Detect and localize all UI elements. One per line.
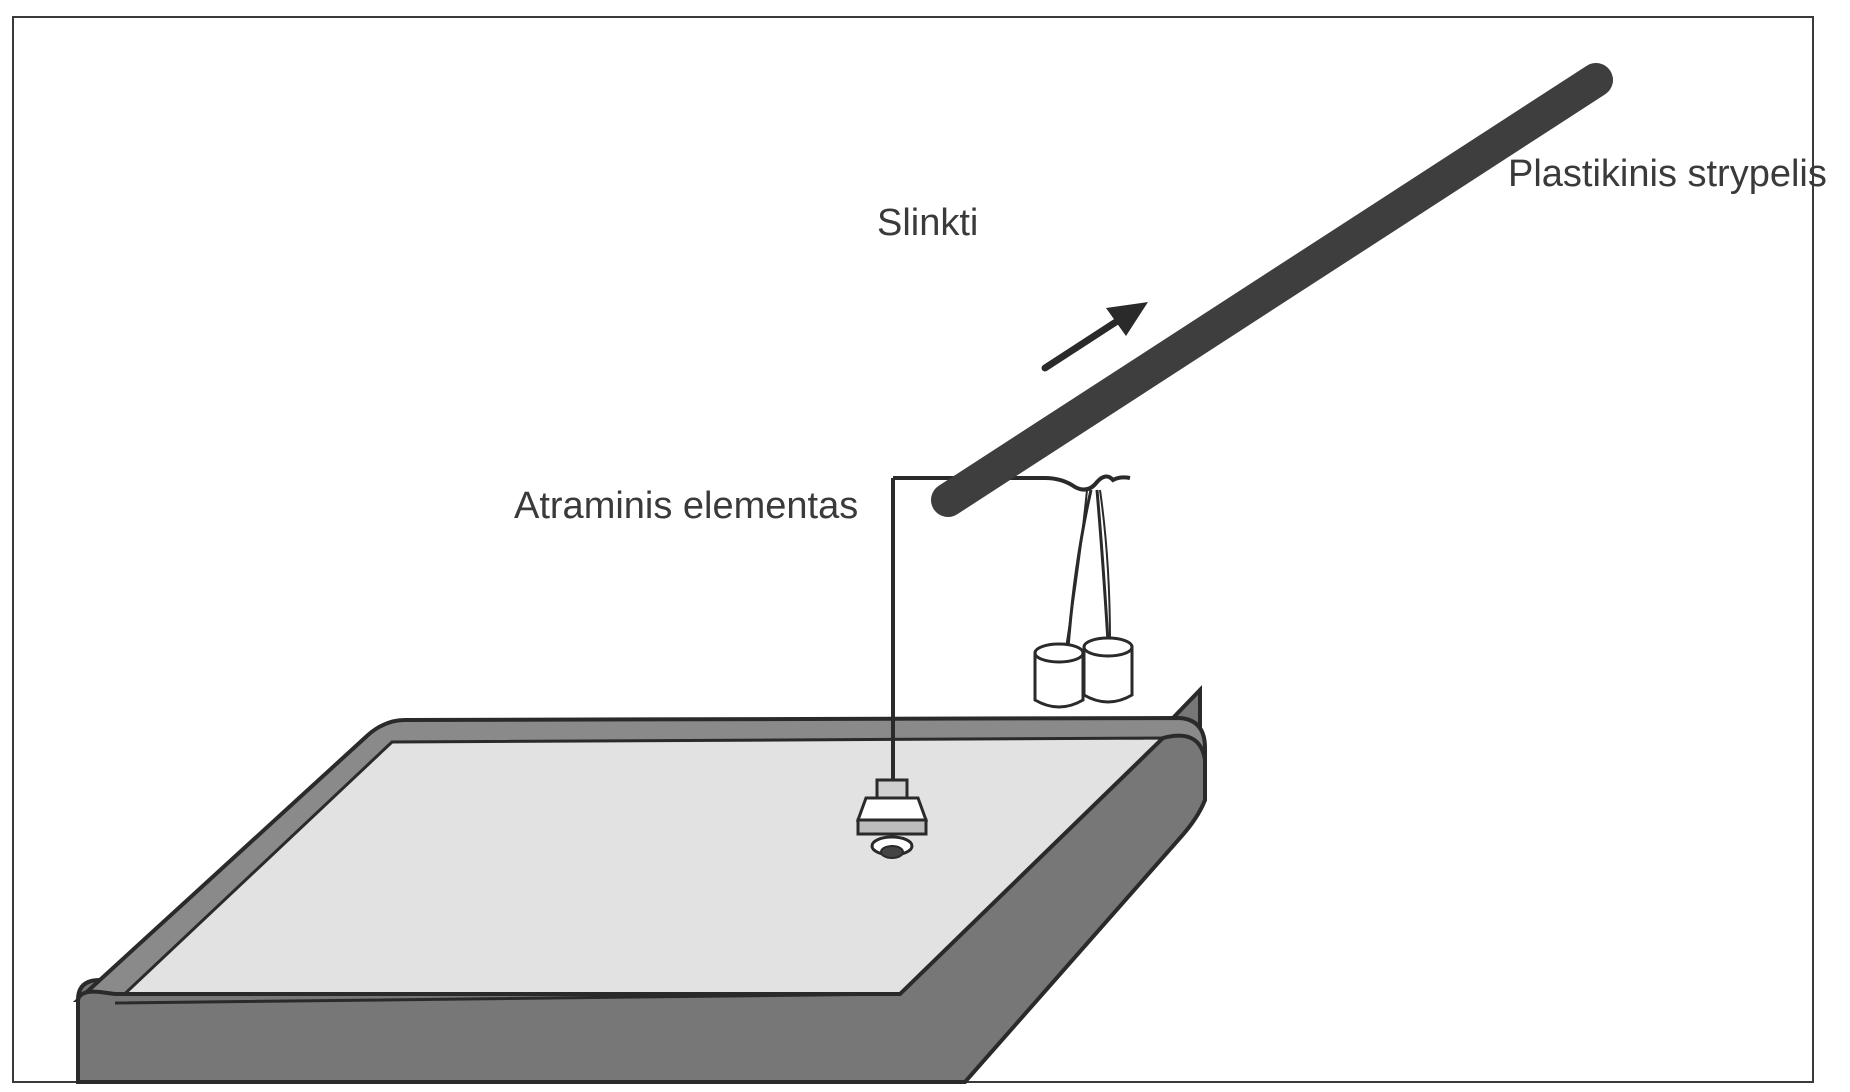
rod-label: Plastikinis strypelis: [1508, 153, 1827, 195]
motion-label: Slinkti: [877, 202, 979, 244]
arrow-up-right-icon: [1041, 302, 1148, 372]
table-top-edge-line: [114, 736, 1165, 1005]
table-side-band: [76, 733, 1207, 1084]
cylinder-weights-icon: [1033, 489, 1134, 709]
support-label: Atraminis elementas: [514, 485, 859, 527]
table: [72, 685, 1207, 1084]
plastic-rod: [931, 63, 1613, 517]
